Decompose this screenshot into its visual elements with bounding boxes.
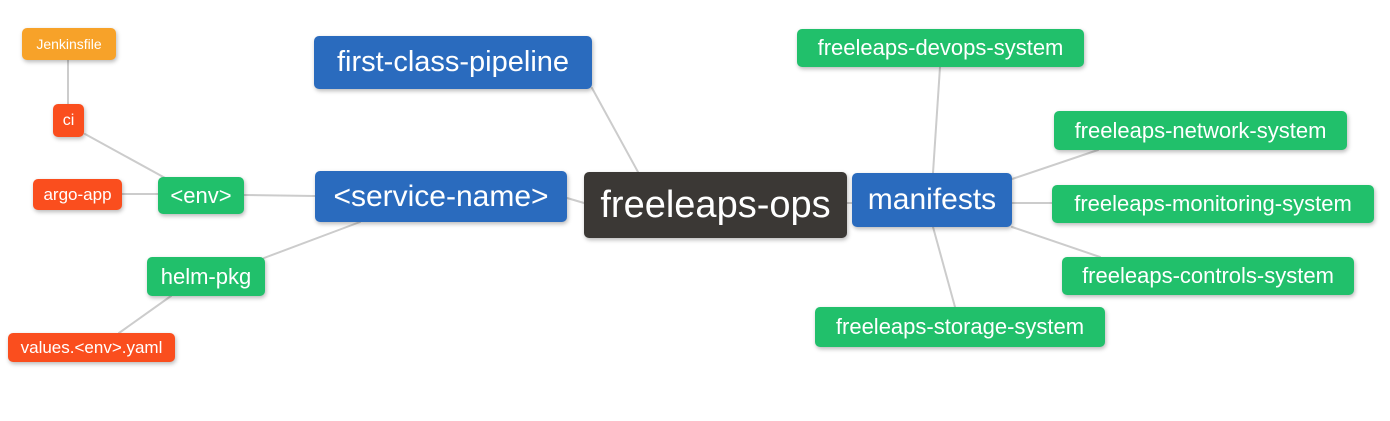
edge-service-name-helm-pkg <box>263 221 361 259</box>
node-ci[interactable]: ci <box>53 104 84 137</box>
edge-ci-env <box>84 133 168 180</box>
edge-helm-pkg-values <box>118 295 172 334</box>
node-jenkinsfile[interactable]: Jenkinsfile <box>22 28 116 60</box>
node-freeleaps-network-system[interactable]: freeleaps-network-system <box>1054 111 1347 150</box>
node-freeleaps-monitoring-system[interactable]: freeleaps-monitoring-system <box>1052 185 1374 223</box>
node-freeleaps-ops[interactable]: freeleaps-ops <box>584 172 847 238</box>
node-manifests[interactable]: manifests <box>852 173 1012 227</box>
edge-manifests-controls <box>1011 226 1101 258</box>
edge-env-service-name <box>243 194 316 197</box>
node-argo-app[interactable]: argo-app <box>33 179 122 210</box>
node-service-name[interactable]: <service-name> <box>315 171 567 222</box>
edge-manifests-storage <box>932 226 956 308</box>
edge-service-name-ops <box>566 197 585 204</box>
node-freeleaps-controls-system[interactable]: freeleaps-controls-system <box>1062 257 1354 295</box>
node-env[interactable]: <env> <box>158 177 244 214</box>
node-freeleaps-storage-system[interactable]: freeleaps-storage-system <box>815 307 1105 347</box>
edge-manifests-devops <box>932 66 941 174</box>
node-first-class-pipeline[interactable]: first-class-pipeline <box>314 36 592 89</box>
node-helm-pkg[interactable]: helm-pkg <box>147 257 265 296</box>
edge-manifests-network <box>1011 149 1099 180</box>
node-freeleaps-devops-system[interactable]: freeleaps-devops-system <box>797 29 1084 67</box>
edge-first-class-pipeline-ops <box>591 87 639 173</box>
node-values-env-yaml[interactable]: values.<env>.yaml <box>8 333 175 362</box>
